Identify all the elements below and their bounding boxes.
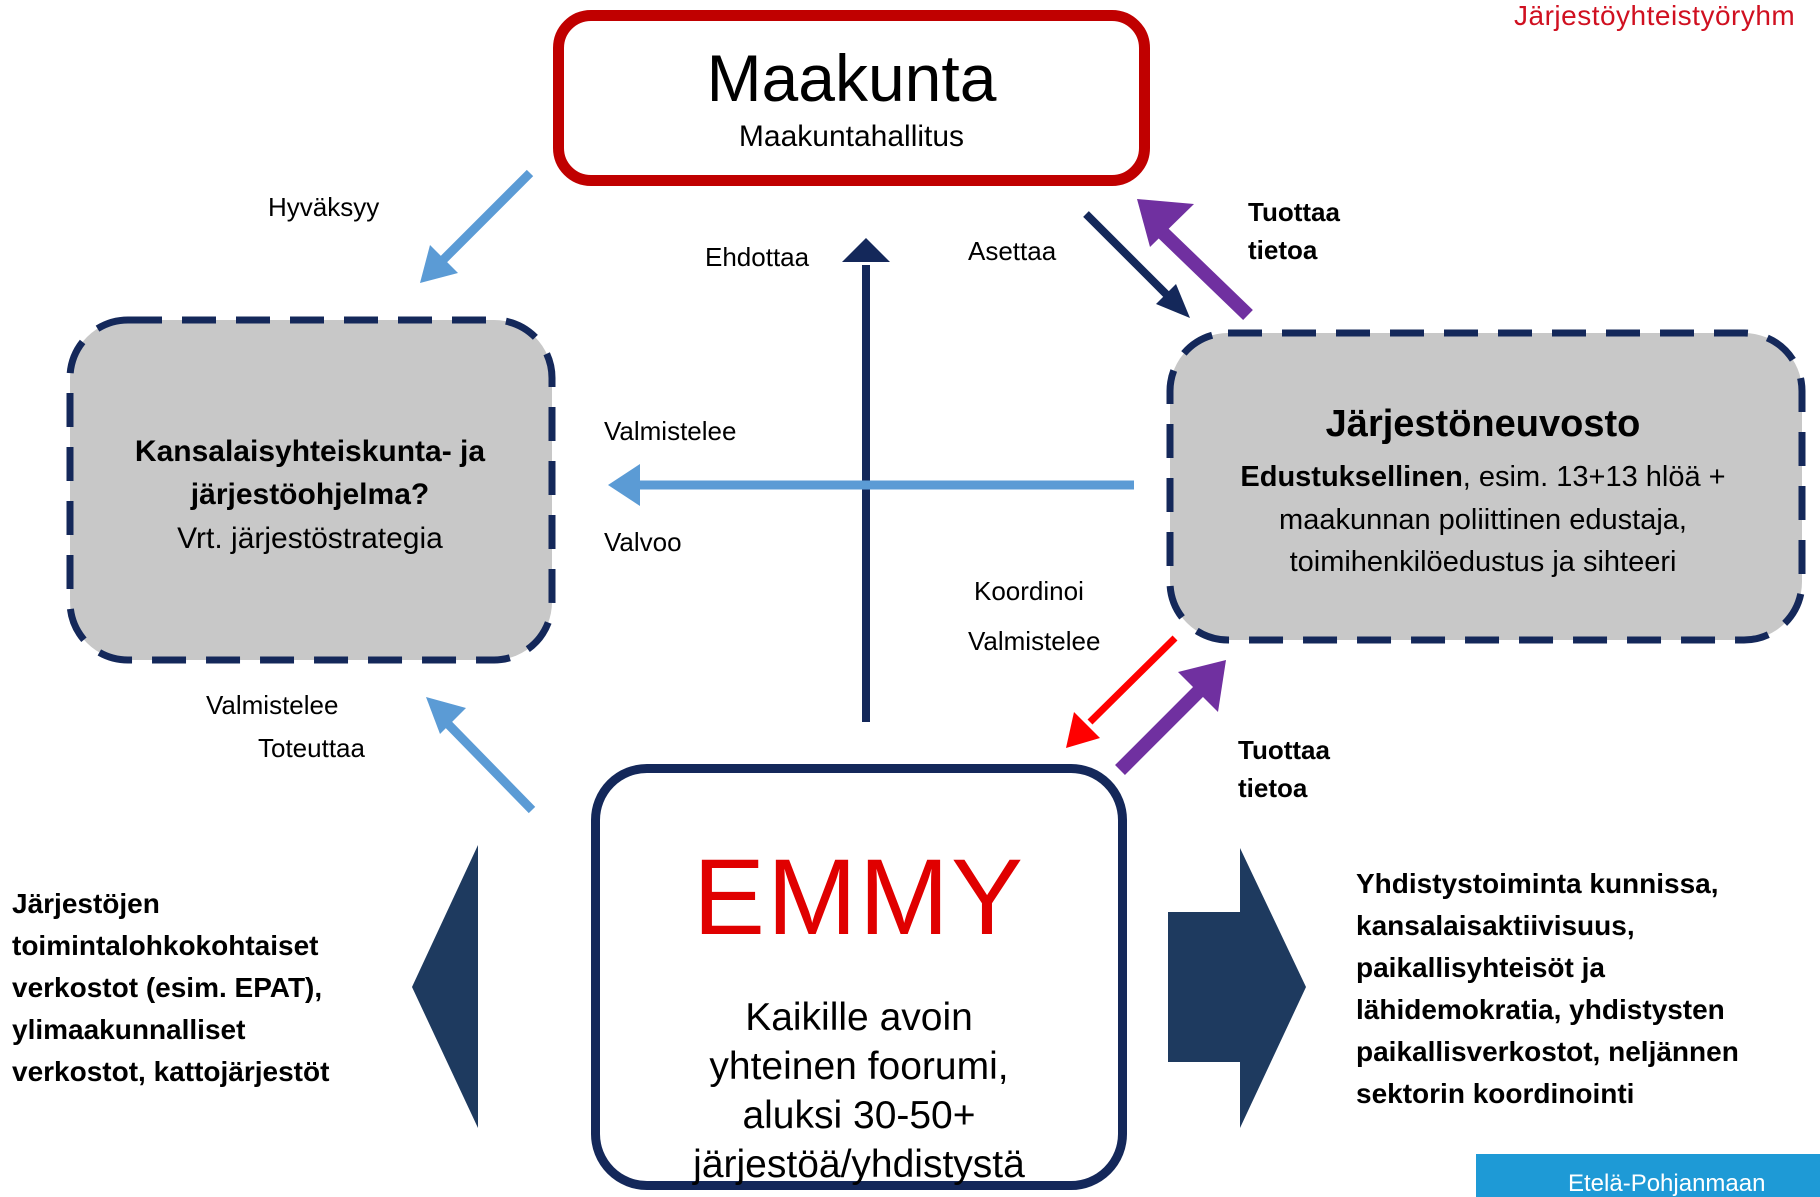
emmy-title: EMMY	[693, 836, 1025, 957]
council-line1: Edustuksellinen, esim. 13+13 hlöä +	[1240, 456, 1725, 498]
emmy-desc-line: aluksi 30-50+	[742, 1094, 976, 1138]
right-local-text: Yhdistystoiminta kunnissa, kansalaisakti…	[1356, 863, 1739, 1115]
program-note: Vrt. järjestöstrategia	[177, 521, 443, 555]
emmy-box: EMMY Kaikille avoin yhteinen foorumi, al…	[591, 764, 1127, 1190]
maakunta-subtitle: Maakuntahallitus	[738, 120, 965, 154]
ehdottaa-arrow	[842, 238, 890, 722]
right-text-line: Yhdistystoiminta kunnissa,	[1356, 868, 1719, 899]
label-ehdottaa: Ehdottaa	[705, 242, 810, 272]
label-tuottaa-top-1: Tuottaa	[1248, 197, 1340, 227]
left-text-line: ylimaakunnalliset	[12, 1014, 246, 1045]
left-text-line: Järjestöjen	[12, 888, 160, 919]
label-tuottaa-top-2: tietoa	[1248, 235, 1318, 265]
emmy-desc-line: järjestöä/yhdistystä	[693, 1143, 1025, 1187]
council-line2: maakunnan poliittinen edustaja,	[1279, 503, 1687, 536]
header-title: Järjestöyhteistyöryhm	[1514, 0, 1796, 31]
council-title: Järjestöneuvosto	[1325, 403, 1641, 446]
valmistelee-valvoo-arrow	[608, 464, 1134, 506]
program-box: Kansalaisyhteiskunta- ja järjestöohjelma…	[72, 330, 548, 660]
left-block-arrow	[412, 845, 478, 1128]
koordinoi-arrow	[1066, 635, 1178, 748]
left-text-line: toimintalohkokohtaiset	[12, 930, 319, 961]
label-tuottaa-bottom-2: tietoa	[1238, 773, 1308, 803]
right-text-line: kansalaisaktiivisuus,	[1356, 910, 1635, 941]
label-valmistelee-left: Valmistelee	[206, 690, 339, 720]
right-text-line: paikallisverkostot, neljännen	[1356, 1036, 1739, 1067]
right-block-arrow	[1168, 848, 1306, 1128]
footer-tab: Etelä-Pohjanmaan	[1476, 1154, 1820, 1197]
label-toteuttaa: Toteuttaa	[258, 733, 365, 763]
right-text-line: lähidemokratia, yhdistysten	[1356, 994, 1725, 1025]
emmy-desc-line: Kaikille avoin	[745, 996, 973, 1039]
left-text-line: verkostot (esim. EPAT),	[12, 972, 323, 1003]
council-line1-bold: Edustuksellinen	[1240, 461, 1463, 494]
asettaa-arrow	[1083, 211, 1190, 318]
maakunta-title: Maakunta	[706, 40, 997, 115]
council-box-shape	[1166, 329, 1806, 644]
left-text-line: verkostot, kattojärjestöt	[12, 1056, 330, 1087]
council-line1-rest: , esim. 13+13 hlöä +	[1462, 461, 1726, 494]
program-box-shape	[66, 316, 556, 664]
right-text-line: sektorin koordinointi	[1356, 1078, 1635, 1109]
label-koordinoi: Koordinoi	[974, 576, 1084, 606]
footer-text: Etelä-Pohjanmaan	[1568, 1170, 1766, 1197]
tuottaa-tietoa-top-arrow	[1137, 199, 1253, 321]
label-valmistelee-right: Valmistelee	[968, 626, 1101, 656]
left-networks-text: Järjestöjen toimintalohkokohtaiset verko…	[12, 883, 329, 1093]
tuottaa-tietoa-bottom-arrow	[1115, 660, 1226, 775]
label-hyvaksyy: Hyväksyy	[268, 192, 380, 222]
valmistelee-toteuttaa-arrow	[426, 697, 536, 814]
right-text-line: paikallisyhteisöt ja	[1356, 952, 1605, 983]
maakunta-box: Maakunta Maakuntahallitus	[553, 10, 1150, 186]
label-tuottaa-bottom-1: Tuottaa	[1238, 735, 1330, 765]
label-valvoo: Valvoo	[604, 527, 682, 557]
hyvaksyy-arrow	[420, 169, 534, 283]
council-line3: toimihenkilöedustus ja sihteeri	[1289, 545, 1677, 578]
program-title-line1: Kansalaisyhteiskunta- ja	[134, 434, 486, 468]
program-title-line2: järjestöohjelma?	[190, 478, 430, 512]
emmy-desc-line: yhteinen foorumi,	[709, 1045, 1009, 1089]
label-valmistelee-mid: Valmistelee	[604, 416, 737, 446]
label-asettaa: Asettaa	[968, 236, 1057, 266]
emmy-description: Kaikille avoin yhteinen foorumi, aluksi …	[693, 993, 1025, 1190]
council-box: Järjestöneuvosto Edustuksellinen, esim. …	[1172, 340, 1794, 640]
